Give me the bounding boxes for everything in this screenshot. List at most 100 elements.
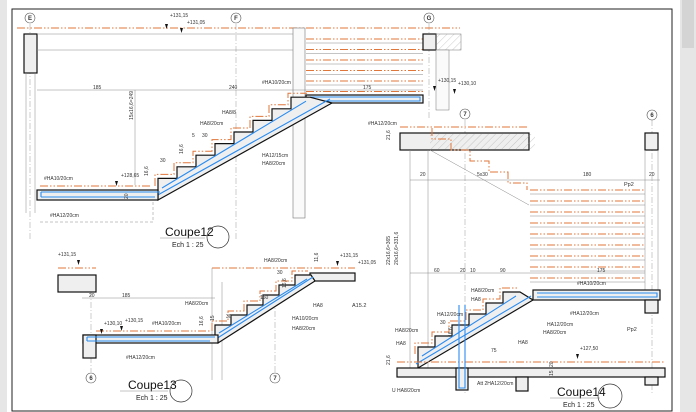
level-mark: +130,10 [458,81,476,87]
lower-slab-rebar [86,336,215,342]
scrollbar-thumb[interactable] [682,0,694,48]
rebar-label: Att 2HA12/20cm [477,381,513,387]
section-title: Coupe12 [165,225,214,239]
level-mark: +128,65 [121,173,139,179]
landing-rebar [310,96,421,102]
grid-bubble-f [230,12,242,24]
level-mark: +131,15 [340,253,358,259]
dimension: 20 [549,361,555,367]
dimension: 5 [192,133,195,139]
level-mark: +131,05 [187,20,205,26]
dimension: 21,6 [386,130,392,140]
rebar-label: HA8 [396,341,406,347]
dimension: 20 [420,172,426,178]
level-triangle-icon [180,28,183,33]
rebar-label: HA12/15cm [262,153,288,159]
sheet-frame [11,8,673,412]
dimension: 30 [202,133,208,139]
rebar-label: #HA10/20cm [577,281,606,287]
dimension: 75 [491,348,497,354]
level-triangle-icon [433,86,436,91]
column-g-shaft [435,49,450,111]
dimension: 15 [549,370,555,376]
dimension: 16,6 [144,166,150,176]
dimension: 5x30 [477,172,488,178]
dimension: 20 [89,293,95,299]
dimension: 11,6 [314,252,320,262]
lower-landing-slab [82,334,219,344]
dimension: 16,6 [282,278,288,288]
slab-left [57,274,97,293]
rebar-label: #HA12/20cm [368,121,397,127]
level-triangle-icon [115,181,118,186]
dimension: 90 [500,268,506,274]
dimension: 30 [440,320,446,326]
dimension: 15x16,6=249 [129,91,135,120]
dimension: 185 [93,85,102,91]
column-e [23,33,38,74]
grid-label-6: 6 [650,113,654,119]
section-scale: Ech 1 : 25 [172,242,204,249]
level-triangle-icon [100,329,103,334]
rebar-label: #HA10/20cm [262,80,291,86]
viewer-left-margin [0,0,7,412]
rebar-label: HA8 [518,340,528,346]
dimension: 20 [460,268,466,274]
dimension: 30 [160,158,166,164]
rebar-label: #HA10/20cm [44,176,73,182]
section-coupe14: 7 6 21,6 20 5x30 180 20 Pp2 22x16,6=365 … [386,108,666,409]
column-right-top [644,132,659,151]
section-coupe12: E F G +131,15 +131,05 185 240 15x16,6=24… [17,12,476,249]
rebar-label: HA8/20cm [200,121,223,127]
rebar-label: HA8/20cm [395,328,418,334]
dimension: 150 [260,295,269,301]
rebar-label: HA10/20cm [292,316,318,322]
viewer-scrollbar[interactable] [680,0,696,412]
ground-slab [396,367,666,378]
anchor-label: A15.2 [352,303,366,309]
rebar-label: #HA12/20cm [570,311,599,317]
starter-rebar [458,305,466,389]
dimension: 15 [210,315,216,321]
dimension: 16,6 [199,316,205,326]
dimension: 16,6 [179,144,185,154]
upper-floor-rows [306,38,423,96]
rebar-label: HA8 [313,303,323,309]
dimension: 175 [363,85,372,91]
dimension: 180 [583,172,592,178]
footing-stub [455,367,469,391]
rebar-label: HA8/20cm [471,288,494,294]
rebar-label: HA8/20cm [262,161,285,167]
intermediate-landing [532,289,661,301]
level-mark: +130,15 [438,78,456,84]
level-mark: +127,50 [580,346,598,352]
hatched-slab [435,33,462,51]
section-scale: Ech 1 : 25 [136,395,168,402]
level-mark: +131,15 [170,13,188,19]
rebar-label: HA8/8 [222,110,236,116]
level-triangle-icon [336,261,339,266]
level-mark: +130,10 [104,321,122,327]
rebar-label: HA8 [471,297,481,303]
lower-slab-rebar [40,191,160,198]
column-g [422,33,437,51]
level-triangle-icon [165,24,168,29]
section-title: Coupe13 [128,378,177,392]
dimension: 20x16,6=331,6 [394,232,400,265]
beam-pp2 [644,299,659,314]
dimension: 16,6 [448,327,454,337]
upper-landing-slab [309,272,356,282]
stair-rebar [155,98,331,197]
landing-rebar [537,292,658,298]
grid-label-6: 6 [89,376,93,382]
section-marker-circle [169,379,193,403]
rebar-label: HA8/20cm [185,301,208,307]
dimension: 22x16,6=365 [386,236,392,265]
upper-floor-rows [530,189,645,283]
rebar-label: HA12/20cm [547,322,573,328]
dimension: 30 [277,270,283,276]
rebar-label: U HA8/20cm [392,388,420,394]
rebar-label: HA8/20cm [543,330,566,336]
grid-bubble-e [24,12,36,24]
